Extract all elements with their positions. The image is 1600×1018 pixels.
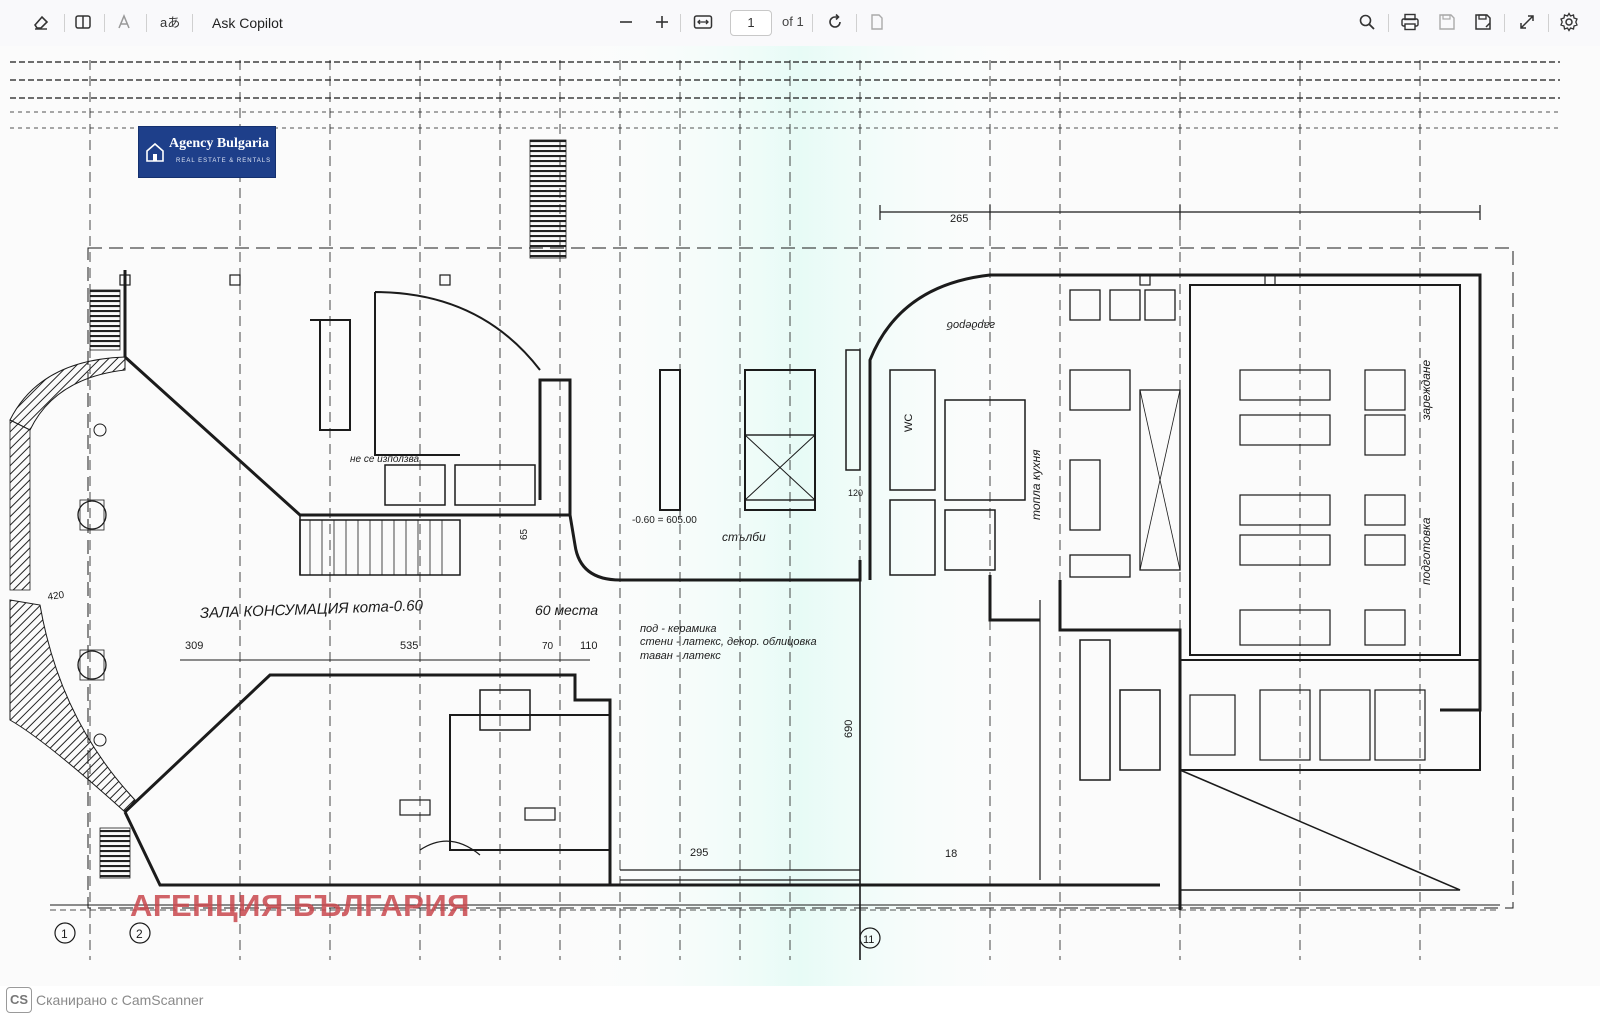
toolbar-divider [104,14,105,32]
search-icon[interactable] [1354,9,1380,35]
save-icon[interactable] [1434,9,1460,35]
stairs-label: стълби [722,530,766,544]
axis-label-1: 1 [61,927,68,941]
agency-watermark: АГЕНЦИЯ БЪЛГАРИЯ [130,888,470,923]
toolbar-divider [146,14,147,32]
level-mark: -0.60 = 605.00 [632,515,697,526]
dim-535: 535 [400,640,418,652]
reading-view-icon[interactable] [70,9,96,35]
rotate-icon[interactable] [822,9,848,35]
dim-420: 420 [47,590,65,603]
pdf-toolbar: aあ Ask Copilot of 1 [0,0,1600,47]
toolbar-divider [1388,14,1389,32]
finish-walls: стени - латекс, декор. облицовка [640,636,817,648]
seats-label: 60 места [535,602,598,618]
print-icon[interactable] [1396,9,1424,35]
toolbar-divider [64,14,65,32]
dim-265: 265 [950,213,968,225]
agency-name: Agency Bulgaria [169,136,269,151]
dim-70: 70 [542,641,554,652]
finish-ceiling: таван - латекс [640,650,721,662]
camscanner-icon: CS [6,987,32,1013]
camscanner-credit: Сканирано с CamScanner [36,992,204,1008]
toolbar-divider [680,14,681,32]
toolbar-divider [1548,14,1549,32]
axis-label-2: 2 [136,927,143,941]
scan-footer [0,986,1600,1018]
dim-110: 110 [580,640,598,652]
axis-marker-1 [54,922,76,944]
dim-65: 65 [519,528,530,540]
page-view-icon[interactable] [864,9,890,35]
agency-logo-badge: Agency Bulgaria REAL ESTATE & RENTALS [138,126,276,178]
garderob-label: гардероб [946,319,995,331]
translate-icon[interactable]: aあ [156,9,182,35]
finish-floor: под - керамика [640,623,717,635]
page-number-input[interactable] [730,10,772,36]
toolbar-divider [812,14,813,32]
page-count: of 1 [782,14,804,29]
erase-icon[interactable] [28,9,54,35]
not-used-label: не се използва [350,454,420,465]
zarejdane-label: зареждане [1419,360,1433,421]
save-as-icon[interactable] [1470,9,1496,35]
wc-label: WC [903,414,915,432]
floor-plan-document: ЗАЛА КОНСУМАЦИЯ кота-0.60 60 места под -… [0,46,1600,986]
svg-text:aあ: aあ [160,15,179,30]
axis-marker-11 [859,927,881,949]
text-size-icon[interactable] [112,9,138,35]
dim-120: 120 [848,488,863,498]
dim-309: 309 [185,640,203,652]
zoom-in-icon[interactable] [650,9,674,35]
hot-kitchen-label: топла кухня [1029,449,1043,520]
page-number-field[interactable] [731,14,771,31]
fullscreen-icon[interactable] [1514,9,1540,35]
agency-tagline: REAL ESTATE & RENTALS [176,158,272,164]
zoom-out-icon[interactable] [614,9,638,35]
axis-label-11: 11 [863,934,874,946]
ask-copilot-button[interactable]: Ask Copilot [212,15,283,31]
dim-690: 690 [843,720,855,738]
toolbar-divider [856,14,857,32]
podgotovka-label: подготовка [1419,517,1433,585]
dim-295: 295 [690,847,708,859]
house-icon [146,142,164,162]
toolbar-divider [1504,14,1505,32]
toolbar-divider [192,14,193,32]
fit-page-icon[interactable] [690,9,716,35]
settings-icon[interactable] [1556,9,1582,35]
axis-marker-2 [129,922,151,944]
dim-18: 18 [945,848,957,860]
plan-linework [9,60,1560,960]
floor-plan-drawing: ЗАЛА КОНСУМАЦИЯ кота-0.60 60 места под -… [0,46,1600,986]
